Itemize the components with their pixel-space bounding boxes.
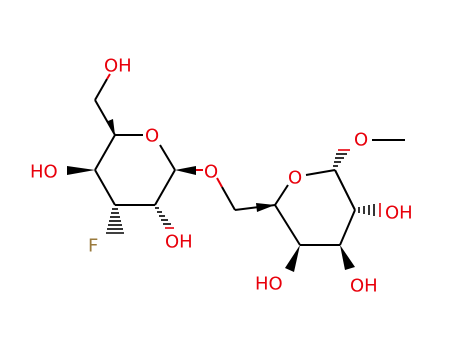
bond-c4-c5-right	[274, 204, 301, 246]
wedge-c5-right	[256, 203, 275, 212]
label-ho-c4-left: HO	[30, 162, 58, 183]
label-oh-c2-left: OH	[165, 232, 193, 253]
bond-c6-oh-left	[94, 78, 108, 101]
label-bridge-o: O	[204, 162, 218, 183]
label-fluoro: F	[88, 236, 98, 257]
bond-c1-c2-right	[334, 169, 356, 211]
bond-c5-ringO-right	[274, 184, 289, 206]
bond-ringO-c1-left	[159, 144, 176, 171]
bond-c2-c3-right	[339, 209, 356, 246]
label-methoxy-o: O	[354, 130, 368, 151]
label-oh-c6: OH	[104, 56, 132, 77]
wedge-c1-bridgeO	[175, 166, 196, 175]
bond-c6-oh-left-red	[106, 73, 111, 80]
bond-c3-c4-left	[94, 169, 116, 206]
label-oh-c3-right: OH	[350, 276, 378, 297]
wedge-c3-oh-right	[340, 245, 355, 270]
hash-c2-oh-right	[358, 203, 381, 217]
label-ring-o-right: O	[288, 168, 302, 189]
bond-c1-c2-left	[154, 169, 176, 206]
bond-bridgeO-ch2-red	[216, 177, 223, 188]
bond-c5-c6-left	[94, 99, 116, 136]
wedge-c4-ho-right	[285, 245, 300, 272]
label-oh-c2-right: OH	[385, 203, 413, 224]
bond-ringO-c1-right	[305, 169, 336, 176]
hash-c2-oh-left	[155, 207, 174, 229]
wedge-c5-left	[108, 119, 115, 135]
wedge-c4-ho-left	[67, 166, 95, 175]
bond-bridgeO-ch2	[221, 186, 236, 211]
hash-c3-f-left	[106, 208, 124, 234]
hash-c1-methoxyO	[333, 149, 350, 167]
label-ring-o-left: O	[145, 126, 159, 147]
label-ho-c4-right: HO	[255, 274, 283, 295]
bond-c4-c5-left	[94, 134, 116, 171]
